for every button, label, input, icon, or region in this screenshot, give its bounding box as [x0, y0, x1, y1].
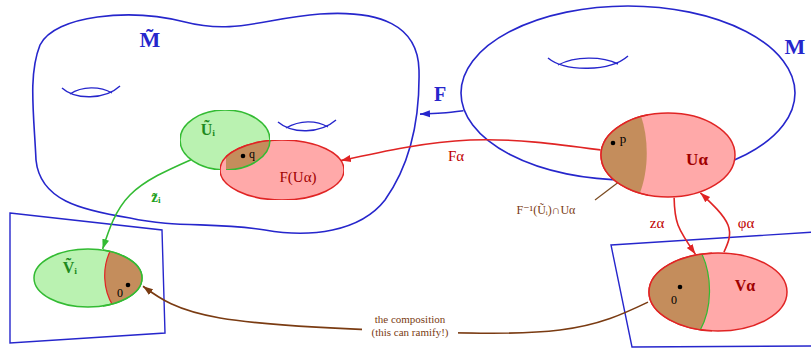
coordinate-disc: 0 Vα	[648, 252, 788, 332]
leader-line	[595, 181, 620, 200]
handle-hole	[558, 58, 618, 65]
handle-hole	[62, 86, 120, 97]
region-border	[103, 249, 142, 307]
mapping-arrow	[700, 193, 729, 252]
image-region: qF(Uα)	[220, 140, 344, 200]
point-dot	[678, 285, 683, 290]
chart-region: pUα	[600, 112, 736, 198]
handle-hole	[548, 56, 628, 68]
torus-outline: pUαM	[460, 5, 796, 181]
region-shape	[648, 252, 712, 332]
handle-hole	[278, 120, 336, 131]
region-label: 0	[117, 287, 123, 301]
map-label: φα	[736, 215, 757, 232]
region-border	[649, 253, 712, 331]
point-dot	[241, 154, 246, 159]
region-label: Uα	[686, 150, 708, 170]
label-holder: F	[432, 83, 448, 106]
surface-outline	[33, 13, 419, 233]
region-label: p	[620, 132, 627, 147]
region-border	[226, 140, 270, 170]
label-holder: the composition (this can ramify!)	[362, 313, 458, 338]
image-region	[220, 140, 344, 200]
overlap-region	[648, 252, 710, 332]
region-border	[105, 248, 116, 308]
coordinate-plane	[10, 213, 165, 343]
handle-hole	[70, 88, 112, 94]
point-dot	[611, 141, 616, 146]
region-label: Ṽᵢ	[63, 259, 77, 277]
label-holder: Fα	[446, 148, 466, 165]
region-shape	[600, 112, 648, 198]
region-label: M̃	[140, 27, 161, 52]
region-label: q	[249, 148, 255, 162]
mapping-arrow	[420, 111, 463, 114]
region-label: M	[785, 34, 806, 59]
point-dot	[126, 283, 131, 288]
map-label: the composition (this can ramify!)	[362, 313, 458, 338]
label-holder: zα	[648, 215, 667, 232]
region-shape	[103, 248, 143, 308]
callout-label: F⁻¹(Ũᵢ)∩Uα	[517, 204, 576, 218]
region-border	[601, 113, 648, 197]
label-holder: φα	[736, 215, 757, 232]
region-label: 0	[671, 294, 677, 308]
label-holder: z̃ᵢ	[149, 189, 162, 206]
mapping-arrow	[103, 160, 191, 249]
region-border	[698, 252, 710, 332]
mapping-arrow	[341, 140, 601, 161]
handle-hole	[286, 122, 328, 128]
surface-outline: Ũᵢ qF(Uα) M̃	[28, 8, 420, 240]
mapping-arrow	[674, 198, 695, 254]
region-label: Ũᵢ	[201, 121, 215, 139]
overlap-region: 0	[648, 252, 712, 332]
map-label: z̃ᵢ	[149, 189, 162, 206]
label-holder: F⁻¹(Ũᵢ)∩Uα	[517, 204, 576, 218]
map-label: F	[432, 83, 448, 106]
map-label: zα	[648, 215, 667, 232]
map-label: Fα	[446, 148, 466, 165]
overlap-region: q	[226, 140, 272, 170]
overlap-region: 0	[103, 248, 143, 308]
region-label: F(Uα)	[279, 169, 316, 186]
overlap-region: p	[600, 112, 648, 198]
overlap-region	[600, 112, 647, 198]
region-label: Vα	[735, 277, 755, 295]
coordinate-plane	[611, 232, 811, 347]
coordinate-disc: 0 Ṽᵢ	[33, 248, 143, 308]
